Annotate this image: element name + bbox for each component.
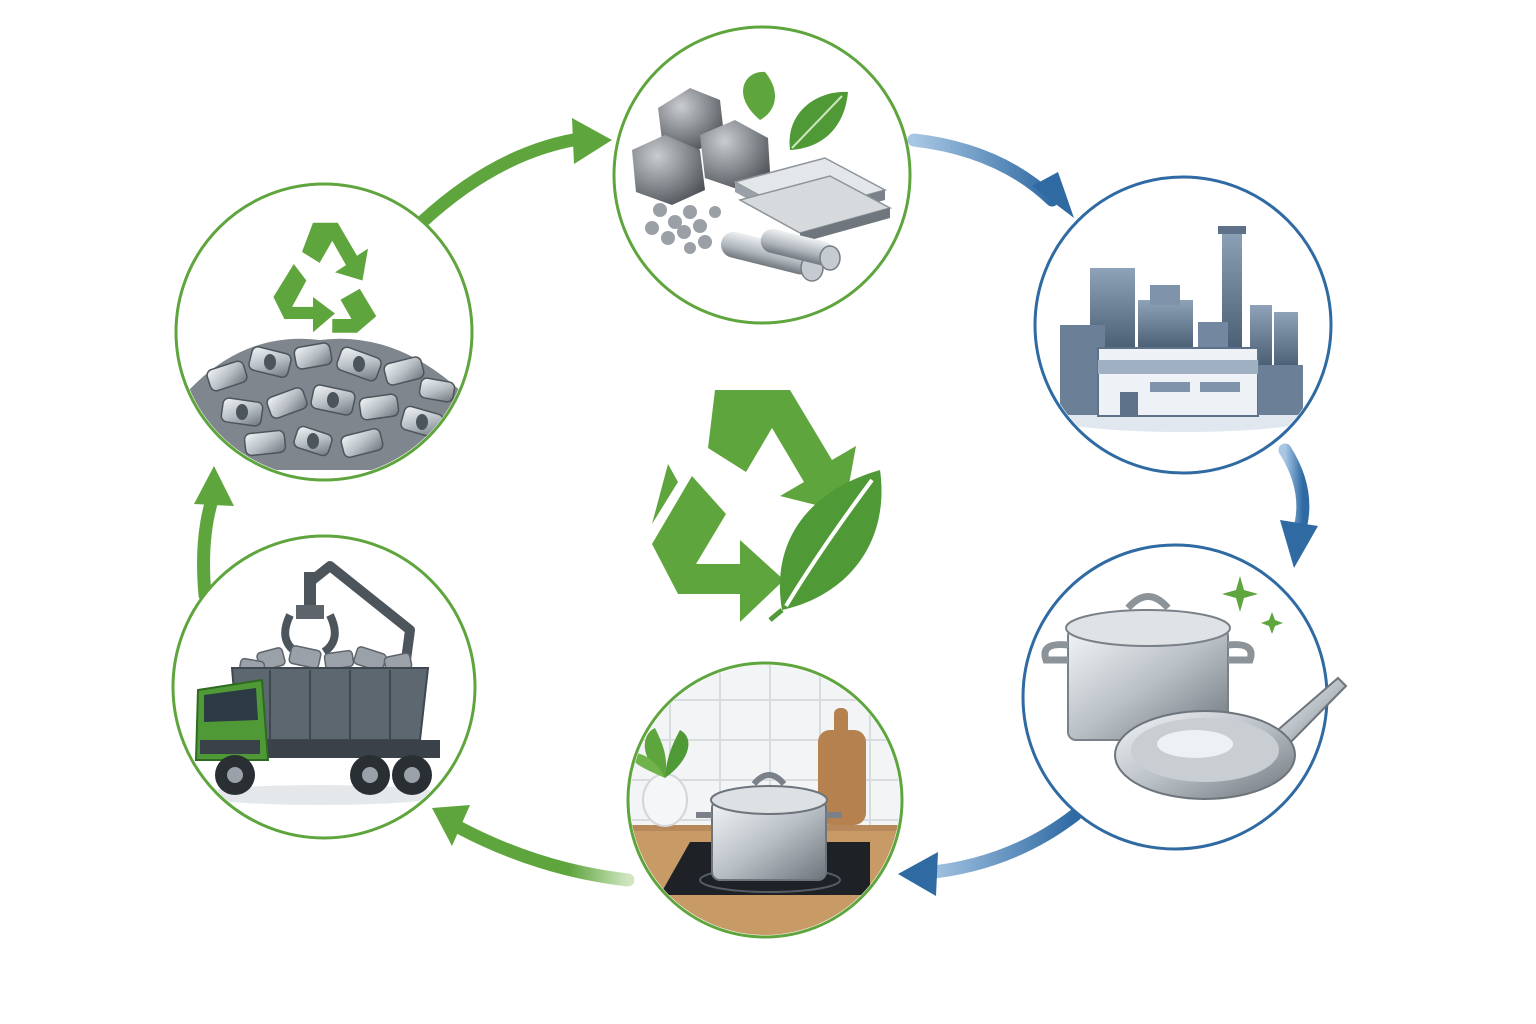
recycling-scrap-pile-icon <box>180 222 470 470</box>
stage-cookware-products <box>1021 543 1348 851</box>
stage-scrap-collection <box>171 534 477 840</box>
factory-icon <box>1053 226 1313 432</box>
arrow-raw-to-factory <box>907 133 1074 218</box>
pot-and-pan-icon <box>1041 576 1348 800</box>
arrow-collection-to-recycling <box>194 466 234 602</box>
scrap-truck-icon <box>194 561 445 805</box>
stage-home-use <box>626 661 904 939</box>
arrow-home-to-collection <box>432 805 635 887</box>
stage-manufacturing <box>1033 175 1333 475</box>
arrow-products-to-home <box>898 808 1082 896</box>
raw-ore-and-metal-sheets-icon <box>632 71 893 282</box>
stage-raw-materials <box>612 25 912 325</box>
arrow-factory-to-products <box>1278 443 1318 568</box>
stage-recycling <box>174 182 474 482</box>
recycle-leaf-icon <box>652 390 882 622</box>
arrow-recycle-to-raw <box>415 118 612 229</box>
